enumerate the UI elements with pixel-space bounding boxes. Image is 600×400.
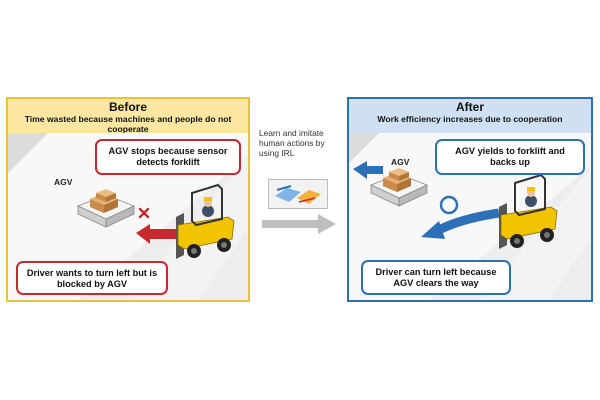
agv-robot-icon (76, 189, 136, 228)
after-header: After Work efficiency increases due to c… (349, 99, 591, 133)
route-map-icon (275, 185, 321, 204)
forklift-icon (499, 173, 558, 249)
after-title: After (455, 100, 484, 114)
before-bubble-sensor: AGV stops because sensor detects forklif… (95, 139, 241, 175)
ok-circle-icon (439, 195, 459, 215)
before-panel: Before Time wasted because machines and … (6, 97, 250, 302)
before-subtitle: Time wasted because machines and people … (24, 114, 232, 134)
before-title: Before (108, 100, 147, 114)
after-bubble-yield: AGV yields to forklift and backs up (435, 139, 585, 175)
agv-robot-icon (369, 168, 429, 207)
irl-description: Learn and imitate human actions by using… (259, 128, 325, 158)
turn-left-arrow-icon (136, 224, 178, 244)
after-subtitle: Work efficiency increases due to coopera… (377, 114, 563, 124)
before-scene: AGV stops because sensor detects forklif… (8, 133, 248, 300)
after-bubble-driver: Driver can turn left because AGV clears … (361, 260, 511, 295)
before-bubble-driver: Driver wants to turn left but is blocked… (16, 261, 168, 295)
blocked-x-icon (138, 207, 150, 219)
process-arrow-icon (262, 214, 336, 234)
before-header: Before Time wasted because machines and … (8, 99, 248, 134)
forklift-icon (176, 183, 235, 259)
irl-map-card (268, 179, 328, 209)
backup-arrow-icon (353, 161, 383, 179)
after-agv-label: AGV (391, 157, 410, 167)
before-agv-label: AGV (54, 177, 73, 187)
after-scene: AGV AGV yields to forklift and backs up … (349, 133, 591, 300)
after-panel: After Work efficiency increases due to c… (347, 97, 593, 302)
